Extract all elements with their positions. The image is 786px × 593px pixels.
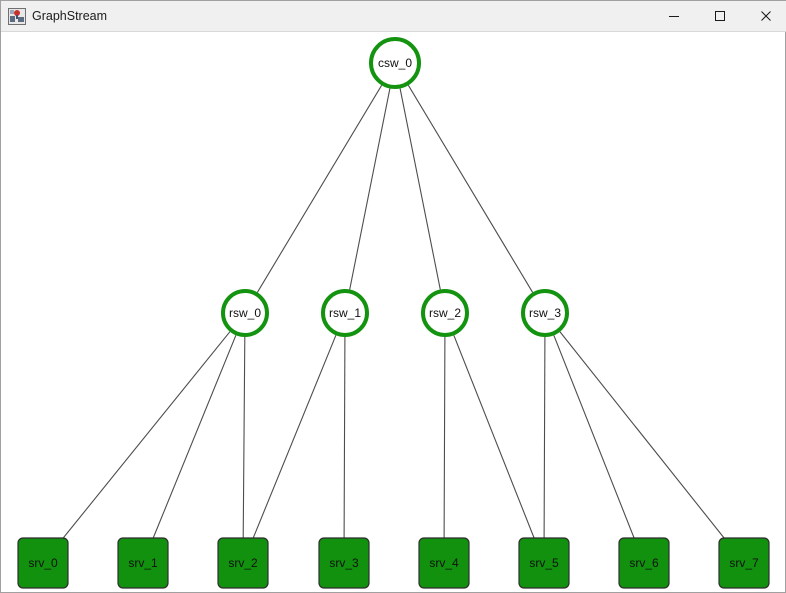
graph-edge <box>399 88 441 290</box>
graph-viewport[interactable]: csw_0 rsw_0 rsw_1 rsw_2 rsw_3 srv_0 srv_1 srv_2… <box>2 32 785 592</box>
switch-node-shape[interactable] <box>421 289 469 337</box>
server-node-shape[interactable] <box>318 537 370 589</box>
graph-edge <box>349 88 391 290</box>
node-label: srv_0 <box>28 556 58 570</box>
graph-edge <box>62 331 231 539</box>
node-label: rsw_1 <box>329 306 361 320</box>
close-button[interactable] <box>743 1 786 31</box>
minimize-icon <box>669 16 679 17</box>
graph-edge <box>443 336 446 539</box>
graph-node-srv_2[interactable]: srv_2 <box>217 537 269 589</box>
graph-edge <box>256 85 383 293</box>
node-label: rsw_3 <box>529 306 561 320</box>
graph-edge <box>553 335 635 539</box>
switch-node-shape[interactable] <box>521 289 569 337</box>
graph-node-srv_6[interactable]: srv_6 <box>618 537 670 589</box>
node-label: rsw_0 <box>229 306 261 320</box>
server-node-shape[interactable] <box>518 537 570 589</box>
minimize-button[interactable] <box>651 1 697 31</box>
graph-node-rsw_0[interactable]: rsw_0 <box>221 289 269 337</box>
server-node-shape[interactable] <box>17 537 69 589</box>
graph-edge <box>343 336 346 539</box>
graph-node-rsw_1[interactable]: rsw_1 <box>321 289 369 337</box>
close-icon <box>761 11 771 21</box>
graph-node-rsw_3[interactable]: rsw_3 <box>521 289 569 337</box>
server-node-shape[interactable] <box>418 537 470 589</box>
graph-edge <box>407 85 534 293</box>
graph-node-srv_4[interactable]: srv_4 <box>418 537 470 589</box>
switch-node-shape[interactable] <box>369 37 421 89</box>
node-layer: csw_0 rsw_0 rsw_1 rsw_2 rsw_3 srv_0 srv_1 srv_2… <box>17 37 770 589</box>
graph-edge <box>543 336 546 539</box>
graph-canvas[interactable]: csw_0 rsw_0 rsw_1 rsw_2 rsw_3 srv_0 srv_1 srv_2… <box>2 32 785 592</box>
graph-edge <box>252 335 337 539</box>
graph-edge <box>242 336 246 539</box>
maximize-icon <box>715 11 725 21</box>
switch-node-shape[interactable] <box>221 289 269 337</box>
graph-node-srv_3[interactable]: srv_3 <box>318 537 370 589</box>
node-label: csw_0 <box>378 56 412 70</box>
graphstream-app-icon <box>8 8 26 25</box>
window-title: GraphStream <box>32 9 108 23</box>
edge-layer <box>62 85 725 539</box>
graph-node-srv_5[interactable]: srv_5 <box>518 537 570 589</box>
node-label: srv_4 <box>429 556 459 570</box>
node-label: rsw_2 <box>429 306 461 320</box>
node-label: srv_5 <box>529 556 559 570</box>
maximize-button[interactable] <box>697 1 743 31</box>
node-label: srv_3 <box>329 556 359 570</box>
graph-node-rsw_2[interactable]: rsw_2 <box>421 289 469 337</box>
graph-edge <box>559 331 725 539</box>
title-bar[interactable]: GraphStream <box>1 1 786 32</box>
server-node-shape[interactable] <box>618 537 670 589</box>
switch-node-shape[interactable] <box>321 289 369 337</box>
node-label: srv_2 <box>228 556 258 570</box>
graph-node-srv_7[interactable]: srv_7 <box>718 537 770 589</box>
server-node-shape[interactable] <box>217 537 269 589</box>
graph-node-srv_1[interactable]: srv_1 <box>117 537 169 589</box>
graph-node-csw_0[interactable]: csw_0 <box>369 37 421 89</box>
server-node-shape[interactable] <box>718 537 770 589</box>
graph-node-srv_0[interactable]: srv_0 <box>17 537 69 589</box>
node-label: srv_1 <box>128 556 158 570</box>
node-label: srv_6 <box>629 556 659 570</box>
graph-edge <box>453 335 535 539</box>
graph-edge <box>152 335 237 539</box>
node-label: srv_7 <box>729 556 759 570</box>
server-node-shape[interactable] <box>117 537 169 589</box>
